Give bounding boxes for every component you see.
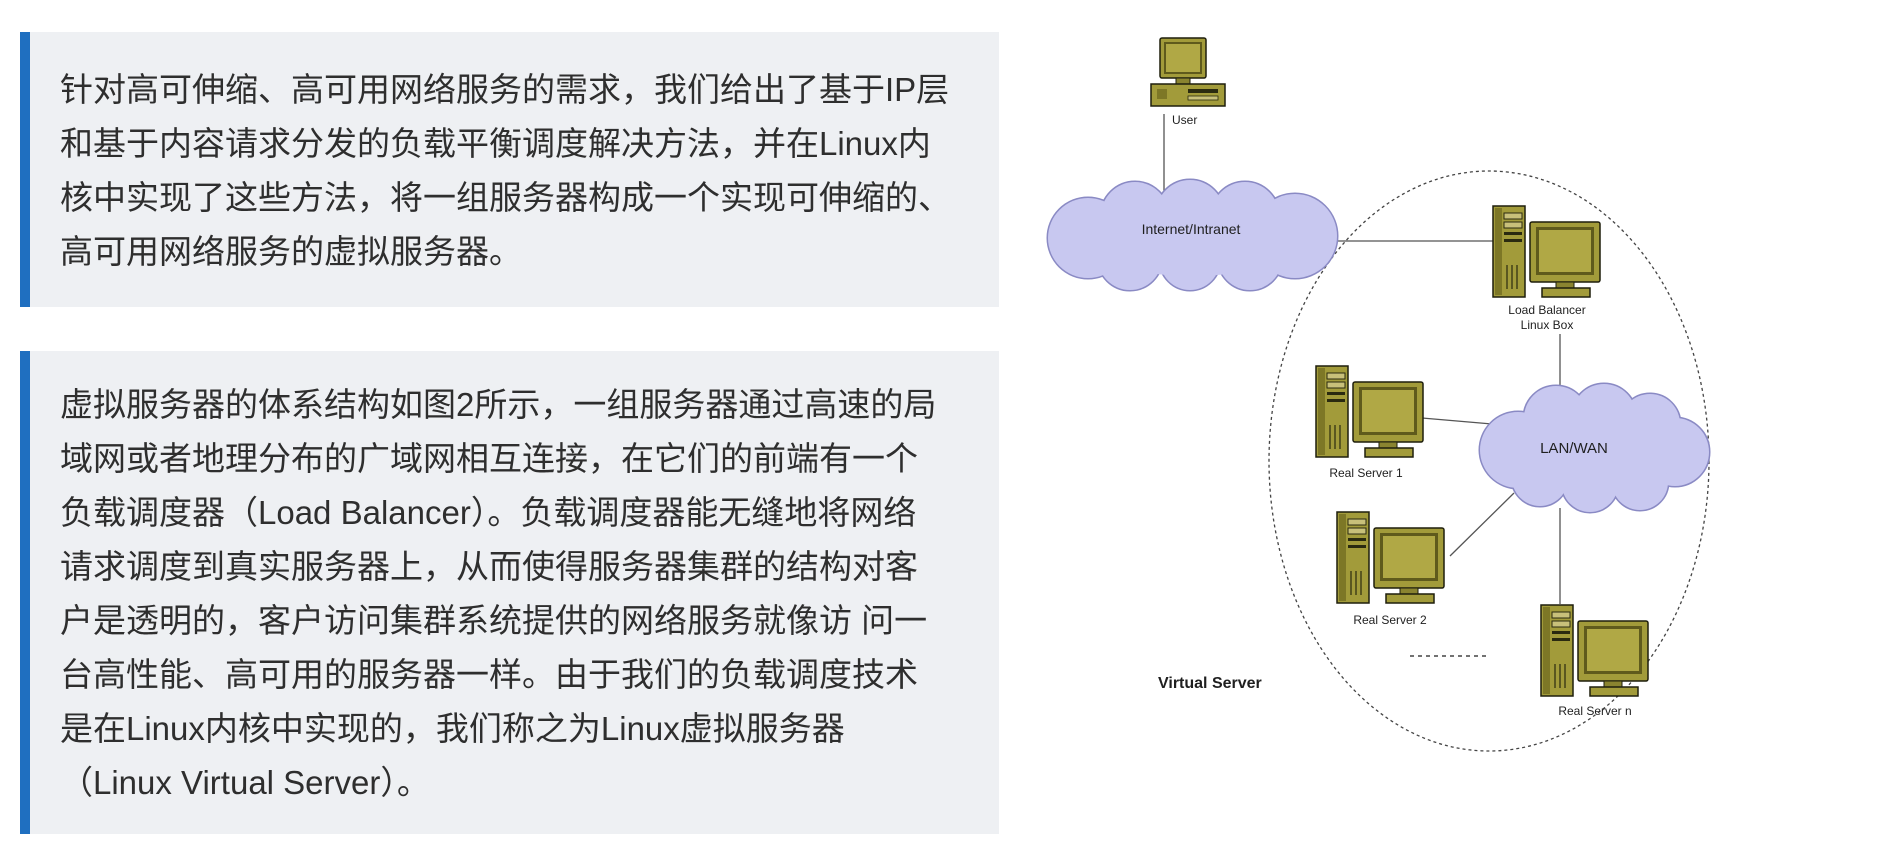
real-server-n-label: Real Server n bbox=[1558, 704, 1631, 718]
network-diagram: User Internet/Intranet bbox=[1046, 37, 1711, 752]
link-real-server-1-lan bbox=[1421, 417, 1493, 425]
callout-text-line: 核中实现了这些方法，将一组服务器构成一个实现可伸缩的、 bbox=[60, 179, 951, 216]
virtual-server-boundary bbox=[1268, 170, 1710, 752]
lan-wan-cloud bbox=[1478, 382, 1711, 514]
callout-text-line: 是在Linux内核中实现的，我们称之为Linux虚拟服务器 bbox=[60, 710, 845, 747]
callout-text-line: 负载调度器（Load Balancer）。负载调度器能无缝地将网络 bbox=[60, 494, 917, 531]
virtual-server-label: Virtual Server bbox=[1158, 675, 1262, 692]
internet-cloud bbox=[1046, 178, 1339, 292]
callout-box-architecture: 虚拟服务器的体系结构如图2所示，一组服务器通过高速的局 域网或者地理分布的广域网… bbox=[20, 351, 999, 834]
load-balancer-sublabel: Linux Box bbox=[1521, 318, 1574, 332]
real-server-2-computer bbox=[1336, 511, 1445, 604]
callout-text-line: 台高性能、高可用的服务器一样。由于我们的负载调度技术 bbox=[60, 656, 918, 693]
callout-text-line: 高可用网络服务的虚拟服务器。 bbox=[60, 233, 522, 270]
user-label: User bbox=[1172, 113, 1197, 127]
callout-text-line: 虚拟服务器的体系结构如图2所示，一组服务器通过高速的局 bbox=[60, 386, 937, 423]
callout-text-line: 户是透明的，客户访问集群系统提供的网络服务就像访 问一 bbox=[60, 602, 928, 639]
user-computer bbox=[1150, 37, 1226, 107]
load-balancer-computer bbox=[1492, 205, 1601, 298]
real-server-n-computer bbox=[1540, 604, 1649, 697]
load-balancer-label: Load Balancer bbox=[1508, 303, 1585, 317]
link-real-server-2-lan bbox=[1449, 492, 1515, 557]
callout-box-intro: 针对高可伸缩、高可用网络服务的需求，我们给出了基于IP层 和基于内容请求分发的负… bbox=[20, 32, 999, 307]
internet-label: Internet/Intranet bbox=[1142, 221, 1241, 237]
callout-text-line: （Linux Virtual Server）。 bbox=[60, 764, 430, 801]
callout-text-line: 和基于内容请求分发的负载平衡调度解决方法，并在Linux内 bbox=[60, 125, 931, 162]
callout-text-line: 域网或者地理分布的广域网相互连接，在它们的前端有一个 bbox=[60, 440, 918, 477]
real-server-1-computer bbox=[1315, 365, 1424, 458]
real-server-2-label: Real Server 2 bbox=[1353, 613, 1427, 627]
lan-wan-label: LAN/WAN bbox=[1540, 440, 1608, 457]
real-server-1-label: Real Server 1 bbox=[1329, 466, 1403, 480]
callout-text-line: 请求调度到真实服务器上，从而使得服务器集群的结构对客 bbox=[60, 548, 918, 585]
callout-text-line: 针对高可伸缩、高可用网络服务的需求，我们给出了基于IP层 bbox=[60, 71, 950, 108]
